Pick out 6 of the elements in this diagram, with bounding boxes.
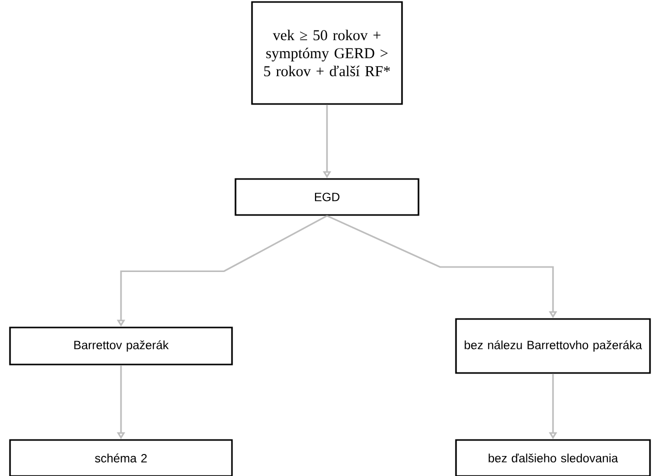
process-box: bez nálezu Barrettovho pažeráka [455, 318, 651, 374]
process-box: EGD [234, 178, 420, 216]
process-box: vek ≥ 50 rokov + symptómy GERD > 5 rokov + ďalší RF* [251, 1, 403, 105]
process-box: bez ďalšieho sledovania [455, 439, 651, 476]
process-box: Barrettov pažerák [9, 326, 233, 366]
process-box: schéma 2 [9, 439, 233, 476]
